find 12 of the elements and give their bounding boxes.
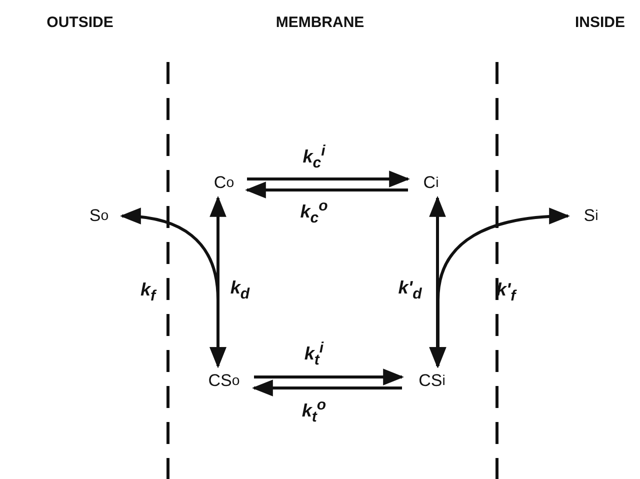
- rate-constant-label: k'$_{d}$: [398, 278, 422, 302]
- arrow: [429, 196, 446, 368]
- region-label: INSIDE: [575, 14, 625, 31]
- arrow: [247, 170, 410, 188]
- rate-constant-label: k$_{d}$: [230, 278, 250, 302]
- region-label: OUTSIDE: [46, 14, 114, 31]
- arrow: [244, 182, 408, 198]
- region-label: MEMBRANE: [276, 14, 364, 31]
- arrow: [210, 196, 226, 368]
- arrow: [252, 380, 402, 396]
- arrow: [254, 368, 404, 386]
- rate-constant-label: k$_{f}$: [140, 280, 156, 304]
